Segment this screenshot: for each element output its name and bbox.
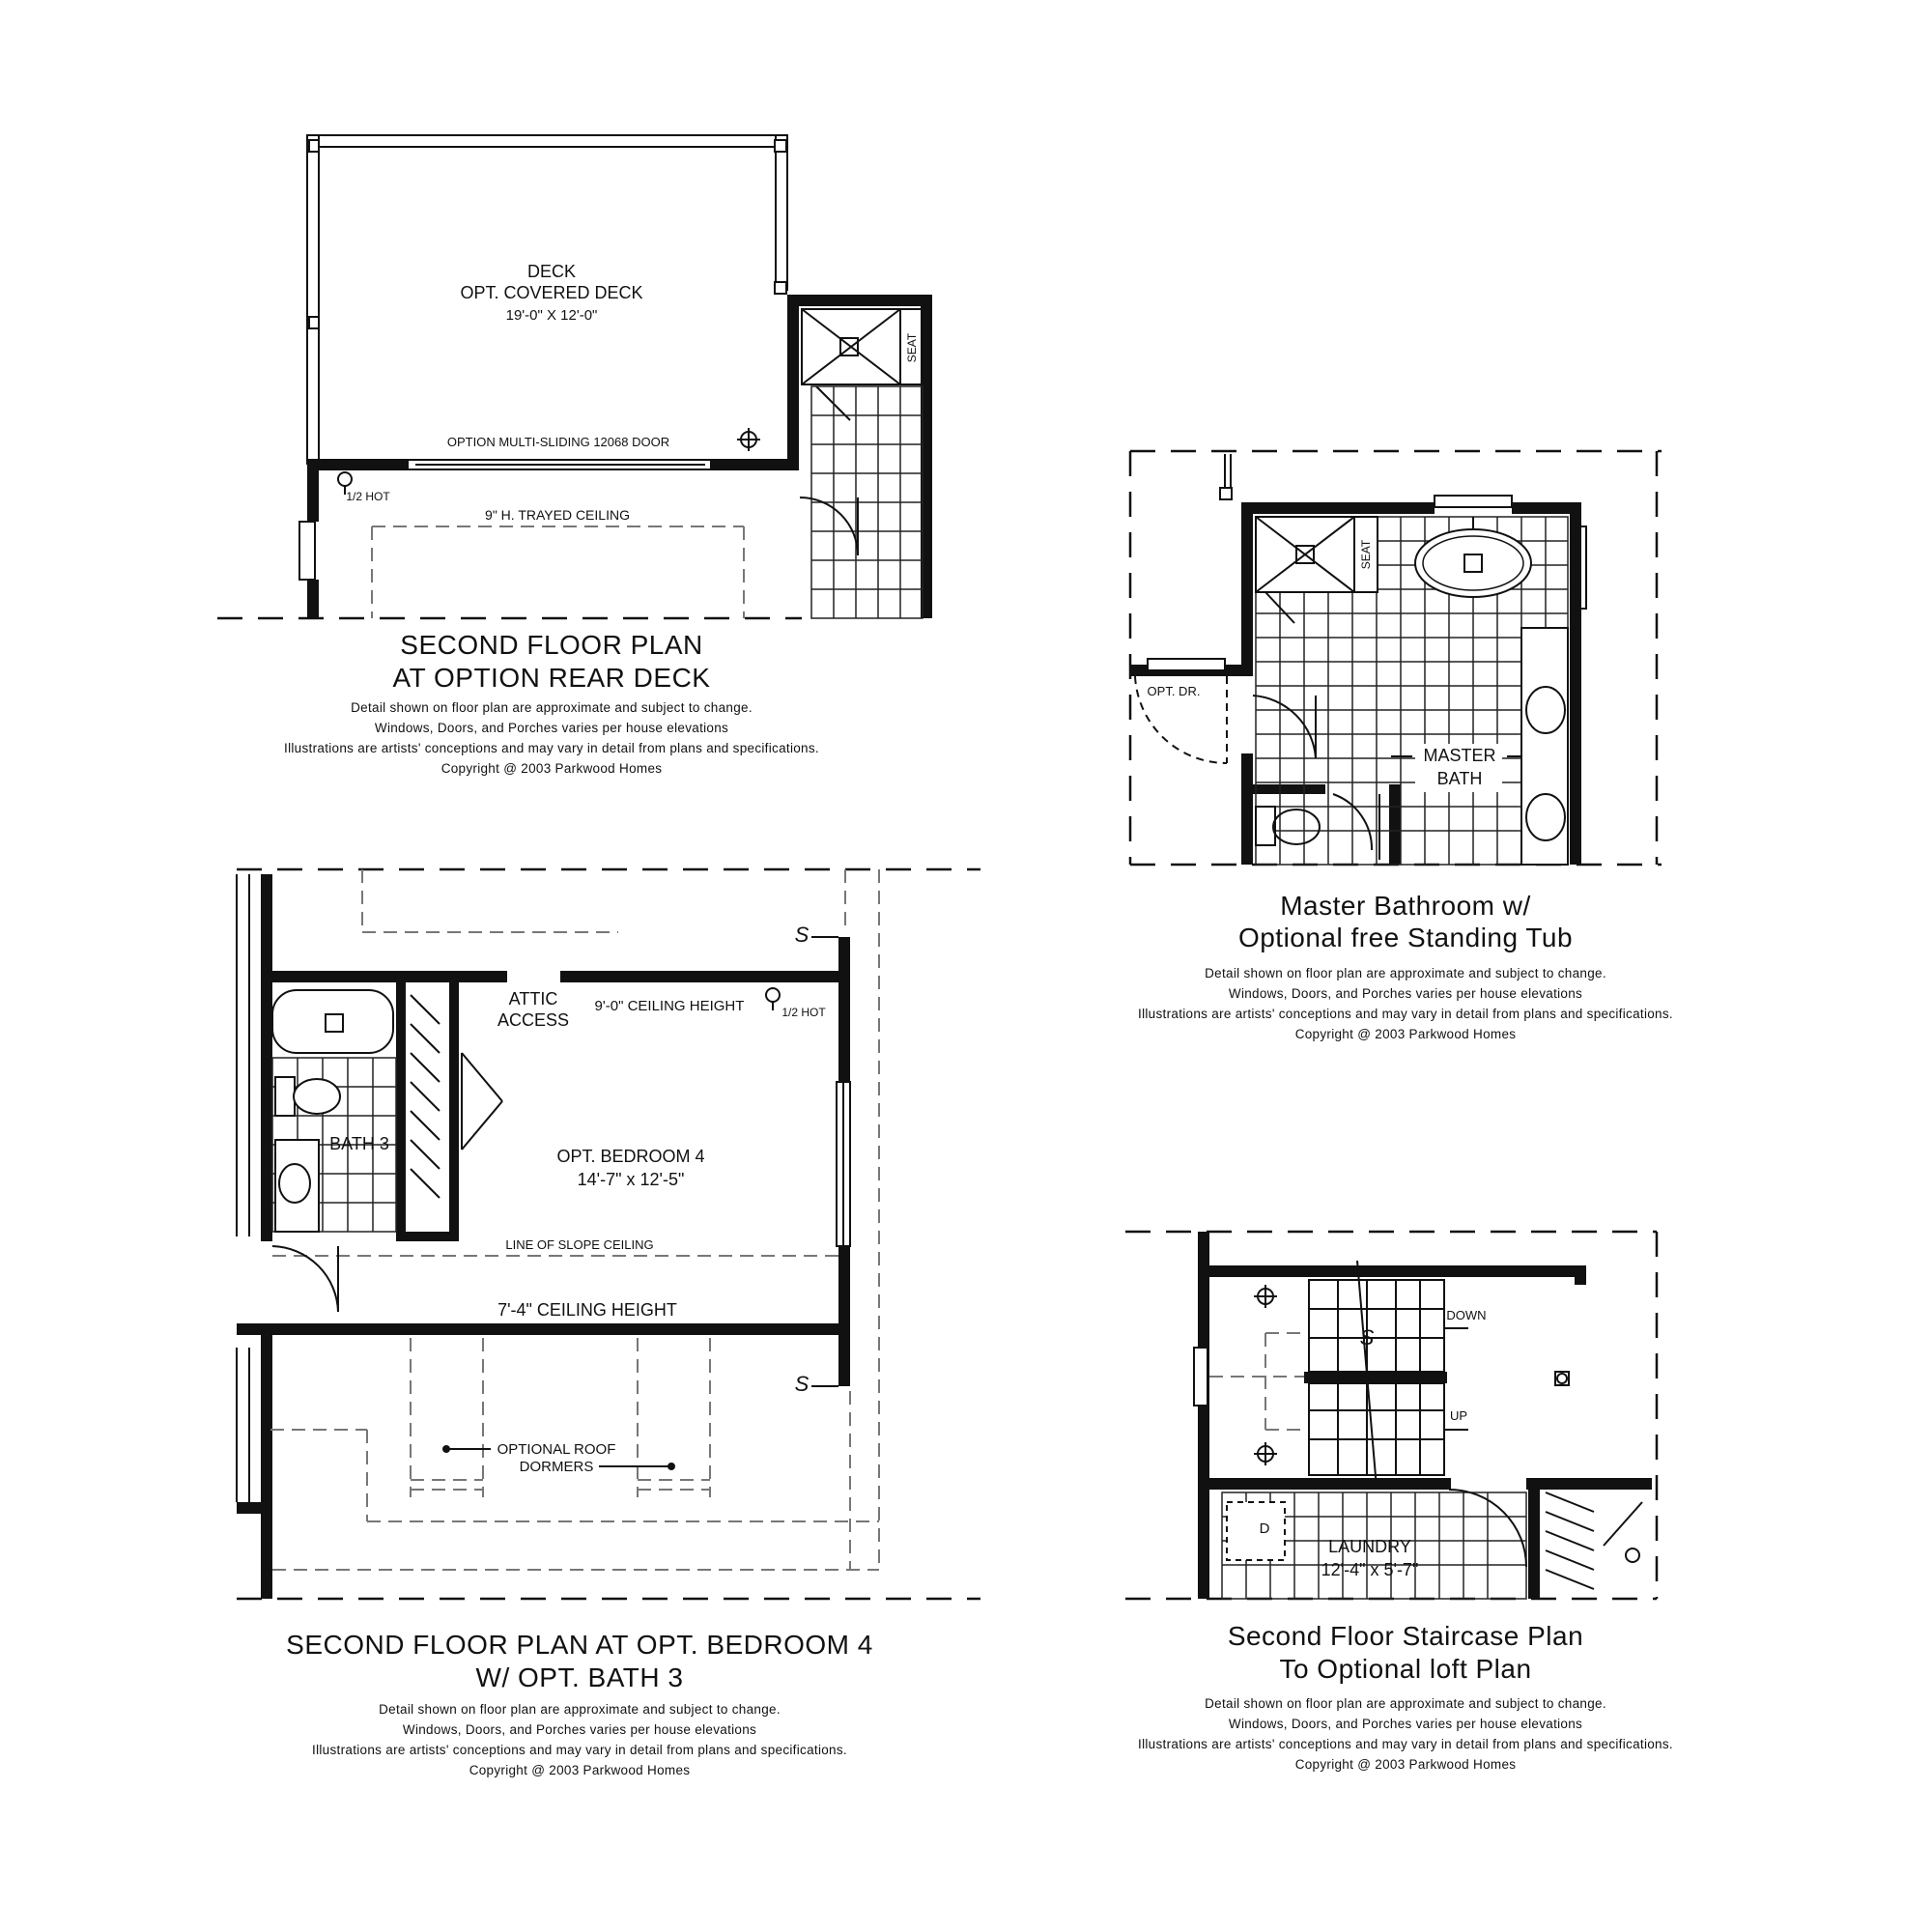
- plan-title-line1: SECOND FLOOR PLAN AT OPT. BEDROOM 4: [286, 1630, 873, 1660]
- freestanding-tub: [1414, 517, 1532, 598]
- deck-size: 19'-0" X 12'-0": [506, 307, 598, 324]
- copyright-line: Copyright @ 2003 Parkwood Homes: [469, 1763, 691, 1777]
- plan-title-line1: Second Floor Staircase Plan: [1228, 1621, 1583, 1651]
- vanity: [1520, 627, 1569, 866]
- slope-note: LINE OF SLOPE CEILING: [505, 1237, 653, 1252]
- linen-closet: [1545, 1492, 1643, 1590]
- dryer-label: D: [1260, 1520, 1270, 1537]
- switch-symbol: S: [795, 923, 810, 947]
- hot-note: 1/2 HOT: [346, 490, 390, 503]
- plan-master-bath: SEAT OPT. DR. MASTER BATH Master Bathroo…: [1128, 449, 1673, 1041]
- room-name: OPT. BEDROOM 4: [556, 1147, 704, 1166]
- deck-name: DECK: [527, 262, 576, 281]
- window: [1193, 1347, 1208, 1406]
- room-name-line2: BATH: [1437, 769, 1483, 788]
- window: [1574, 526, 1587, 610]
- plan-title-line2: To Optional loft Plan: [1279, 1654, 1531, 1684]
- shower: [1255, 516, 1378, 624]
- exterior-walls: [307, 295, 932, 618]
- ceiling-fixture: [1219, 454, 1233, 500]
- plan-staircase: S DOWN UP D LAUNDRY 12'-4" x 5'-7" Secon…: [1125, 1230, 1673, 1772]
- trayed-ceiling-outline: [371, 526, 745, 618]
- disclaimer-line: Illustrations are artists' conceptions a…: [284, 741, 819, 755]
- room-name-line1: MASTER: [1423, 746, 1495, 765]
- plan-title-line2: AT OPTION REAR DECK: [393, 663, 711, 693]
- deck-option: OPT. COVERED DECK: [460, 283, 642, 302]
- closet-doors: [461, 1052, 503, 1151]
- room-name: LAUNDRY: [1328, 1537, 1411, 1556]
- plan-title-line1: SECOND FLOOR PLAN: [400, 630, 702, 660]
- ceiling-outlines: [270, 869, 880, 1571]
- disclaimer-line: Windows, Doors, and Porches varies per h…: [1229, 986, 1582, 1001]
- bath3: [271, 989, 397, 1233]
- door-label: OPT. DR.: [1148, 684, 1201, 698]
- disclaimer-line: Illustrations are artists' conceptions a…: [312, 1743, 847, 1757]
- plan-title-line2: W/ OPT. BATH 3: [476, 1662, 684, 1692]
- copyright-line: Copyright @ 2003 Parkwood Homes: [1295, 1757, 1517, 1772]
- seat-label: SEAT: [1359, 539, 1373, 569]
- window: [1434, 495, 1513, 508]
- plan-title-line1: Master Bathroom w/: [1280, 891, 1531, 921]
- disclaimer-line: Detail shown on floor plan are approxima…: [1205, 966, 1606, 980]
- disclaimer-line: Illustrations are artists' conceptions a…: [1138, 1737, 1673, 1751]
- walls: [1198, 1232, 1652, 1599]
- master-shower: [801, 308, 924, 421]
- door-note: OPTION MULTI-SLIDING 12068 DOOR: [447, 435, 669, 449]
- room-size: 14'-7" x 12'-5": [578, 1170, 685, 1189]
- hot-note: 1/2 HOT: [781, 1006, 826, 1019]
- disclaimer-line: Windows, Doors, and Porches varies per h…: [1229, 1717, 1582, 1731]
- switch-symbol: S: [1360, 1325, 1375, 1350]
- ceiling-note: 9" H. TRAYED CEILING: [485, 507, 630, 523]
- dormer-leaders: [442, 1445, 675, 1470]
- disclaimer-line: Illustrations are artists' conceptions a…: [1138, 1007, 1673, 1021]
- dormer-line1: OPTIONAL ROOF: [497, 1441, 616, 1458]
- down-label: DOWN: [1446, 1308, 1486, 1322]
- window: [298, 521, 316, 581]
- ceiling-fixture: [337, 428, 760, 495]
- laundry-tile: [1221, 1489, 1527, 1600]
- up-label: UP: [1450, 1408, 1467, 1423]
- doors: [1134, 658, 1374, 851]
- sliding-door: [409, 459, 710, 470]
- ceiling-fixture: [765, 987, 781, 1010]
- toilet: [1255, 794, 1380, 860]
- room-size: 12'-4" x 5'-7": [1321, 1560, 1419, 1579]
- disclaimer-line: Windows, Doors, and Porches varies per h…: [375, 721, 728, 735]
- disclaimer-line: Detail shown on floor plan are approxima…: [379, 1702, 781, 1717]
- dormer-line2: DORMERS: [520, 1459, 594, 1475]
- plan-rear-deck: DECK OPT. COVERED DECK 19'-0" X 12'-0" O…: [217, 134, 932, 776]
- walls: [237, 874, 850, 1599]
- tile-floor: [799, 385, 923, 619]
- ceiling-fixture: [1254, 1285, 1570, 1465]
- bath-label: BATH 3: [329, 1134, 389, 1153]
- stairs: [1209, 1260, 1468, 1489]
- ceiling-high: 9'-0" CEILING HEIGHT: [595, 998, 745, 1014]
- switch-symbol: S: [795, 1372, 810, 1396]
- disclaimer-line: Detail shown on floor plan are approxima…: [1205, 1696, 1606, 1711]
- exterior-siding: [236, 874, 250, 1502]
- attic-line1: ATTIC: [509, 989, 558, 1009]
- attic-line2: ACCESS: [497, 1010, 569, 1030]
- seat-label: SEAT: [905, 332, 919, 362]
- plan-bedroom4: S S ATTIC ACCESS 9'-0" CEILING HEIGHT 1/…: [236, 867, 980, 1777]
- copyright-line: Copyright @ 2003 Parkwood Homes: [1295, 1027, 1517, 1041]
- disclaimer-line: Windows, Doors, and Porches varies per h…: [403, 1722, 756, 1737]
- linen-shelves: [410, 994, 440, 1199]
- ceiling-low: 7'-4" CEILING HEIGHT: [497, 1300, 677, 1320]
- disclaimer-line: Detail shown on floor plan are approxima…: [351, 700, 753, 715]
- room-label-bg: [1415, 744, 1502, 792]
- plan-title-line2: Optional free Standing Tub: [1238, 923, 1573, 952]
- copyright-line: Copyright @ 2003 Parkwood Homes: [441, 761, 663, 776]
